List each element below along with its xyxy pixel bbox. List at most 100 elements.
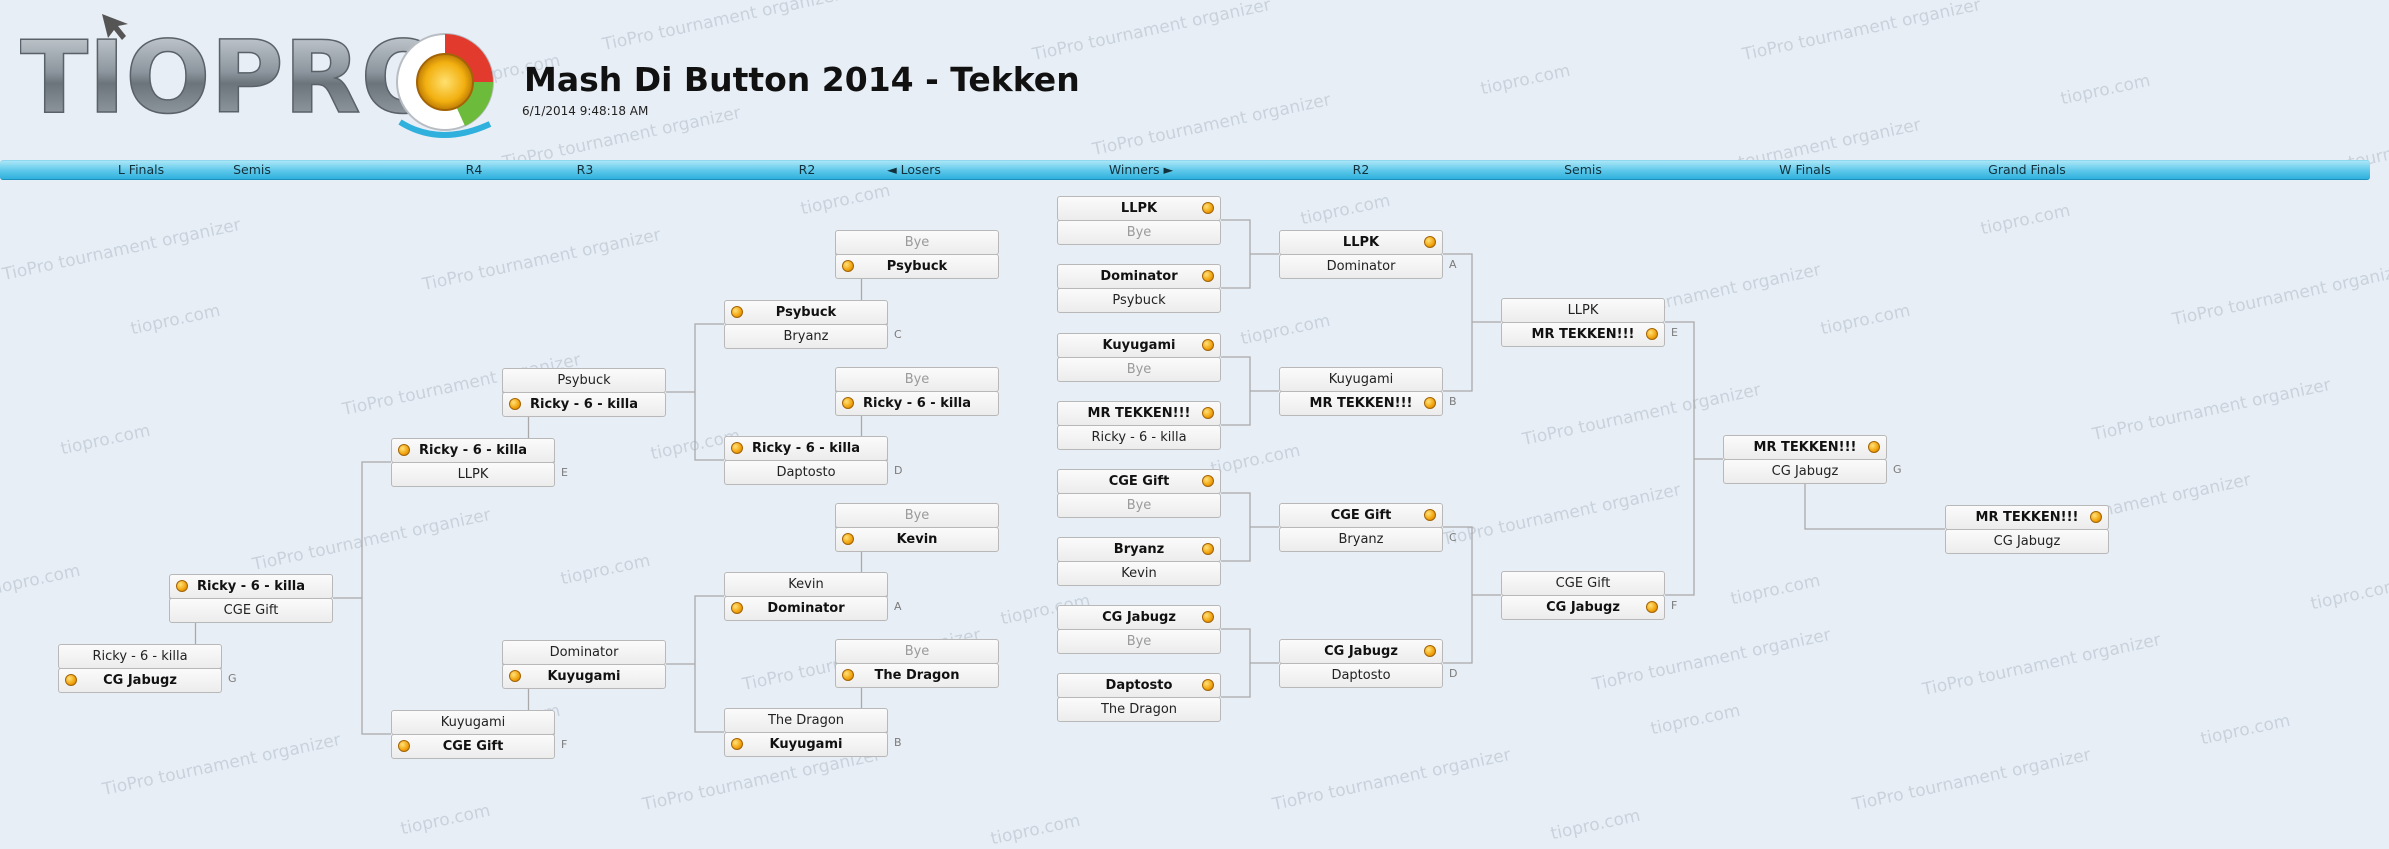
winner-marker-icon (1646, 328, 1658, 340)
player-slot[interactable]: Bryanz (1279, 527, 1443, 552)
player-slot[interactable]: MR TEKKEN!!! (1057, 401, 1221, 426)
player-slot[interactable]: CGE Gift (1279, 503, 1443, 528)
player-slot[interactable]: Kuyugami (1279, 367, 1443, 392)
player-slot[interactable]: CG Jabugz (1279, 639, 1443, 664)
player-slot[interactable]: CG Jabugz (1501, 595, 1665, 620)
player-slot[interactable]: MR TEKKEN!!! (1945, 505, 2109, 530)
player-slot[interactable]: Bye (835, 367, 999, 392)
winner-marker-icon (1202, 202, 1214, 214)
player-name: CGE Gift (223, 603, 279, 618)
player-slot[interactable]: Ricky - 6 - killa (58, 644, 222, 669)
round-label: R4 (465, 162, 483, 177)
player-slot[interactable]: Bye (835, 639, 999, 664)
match-tag: C (894, 328, 902, 341)
player-slot[interactable]: CG Jabugz (1945, 529, 2109, 554)
player-slot[interactable]: Daptosto (724, 460, 888, 485)
match-w1d[interactable]: MR TEKKEN!!!Ricky - 6 - killa (1057, 401, 1221, 450)
match-gf[interactable]: MR TEKKEN!!!CG Jabugz (1945, 505, 2109, 554)
player-slot[interactable]: Ricky - 6 - killa (1057, 425, 1221, 450)
player-slot[interactable]: Bryanz (1057, 537, 1221, 562)
player-slot[interactable]: Daptosto (1279, 663, 1443, 688)
player-slot[interactable]: Daptosto (1057, 673, 1221, 698)
player-slot[interactable]: Kevin (1057, 561, 1221, 586)
player-slot[interactable]: LLPK (1279, 230, 1443, 255)
player-slot[interactable]: Ricky - 6 - killa (391, 438, 555, 463)
player-slot[interactable]: Dominator (1279, 254, 1443, 279)
player-slot[interactable]: Bye (1057, 220, 1221, 245)
player-slot[interactable]: Dominator (502, 640, 666, 665)
player-slot[interactable]: MR TEKKEN!!! (1723, 435, 1887, 460)
player-slot[interactable]: Bye (1057, 357, 1221, 382)
player-slot[interactable]: LLPK (391, 462, 555, 487)
player-slot[interactable]: Ricky - 6 - killa (835, 391, 999, 416)
player-slot[interactable]: LLPK (1501, 298, 1665, 323)
player-slot[interactable]: Psybuck (724, 300, 888, 325)
player-slot[interactable]: Bye (835, 503, 999, 528)
player-slot[interactable]: Kuyugami (391, 710, 555, 735)
player-slot[interactable]: MR TEKKEN!!! (1279, 391, 1443, 416)
player-slot[interactable]: Bryanz (724, 324, 888, 349)
player-slot[interactable]: CGE Gift (169, 598, 333, 623)
player-slot[interactable]: Kevin (835, 527, 999, 552)
player-slot[interactable]: Dominator (724, 596, 888, 621)
player-slot[interactable]: The Dragon (724, 708, 888, 733)
winner-marker-icon (731, 602, 743, 614)
player-name: Psybuck (1112, 293, 1166, 308)
player-slot[interactable]: Bye (1057, 493, 1221, 518)
player-name: Kuyugami (440, 715, 506, 730)
player-slot[interactable]: Ricky - 6 - killa (502, 392, 666, 417)
player-slot[interactable]: Ricky - 6 - killa (169, 574, 333, 599)
player-slot[interactable]: Dominator (1057, 264, 1221, 289)
player-slot[interactable]: Bye (1057, 629, 1221, 654)
player-slot[interactable]: CGE Gift (391, 734, 555, 759)
player-slot[interactable]: The Dragon (1057, 697, 1221, 722)
player-slot[interactable]: Psybuck (835, 254, 999, 279)
player-slot[interactable]: CG Jabugz (1723, 459, 1887, 484)
player-slot[interactable]: Kuyugami (502, 664, 666, 689)
match-tag: F (1671, 599, 1678, 612)
player-slot[interactable]: Kevin (724, 572, 888, 597)
player-slot[interactable]: MR TEKKEN!!! (1501, 322, 1665, 347)
player-slot[interactable]: CGE Gift (1057, 469, 1221, 494)
player-slot[interactable]: Kuyugami (724, 732, 888, 757)
player-slot[interactable]: LLPK (1057, 196, 1221, 221)
player-slot[interactable]: Kuyugami (1057, 333, 1221, 358)
player-slot[interactable]: Psybuck (1057, 288, 1221, 313)
player-slot[interactable]: Psybuck (502, 368, 666, 393)
player-slot[interactable]: CG Jabugz (58, 668, 222, 693)
player-slot[interactable]: CG Jabugz (1057, 605, 1221, 630)
player-slot[interactable]: The Dragon (835, 663, 999, 688)
player-slot[interactable]: Ricky - 6 - killa (724, 436, 888, 461)
player-slot[interactable]: CGE Gift (1501, 571, 1665, 596)
player-slot[interactable]: Bye (835, 230, 999, 255)
winner-marker-icon (1424, 509, 1436, 521)
